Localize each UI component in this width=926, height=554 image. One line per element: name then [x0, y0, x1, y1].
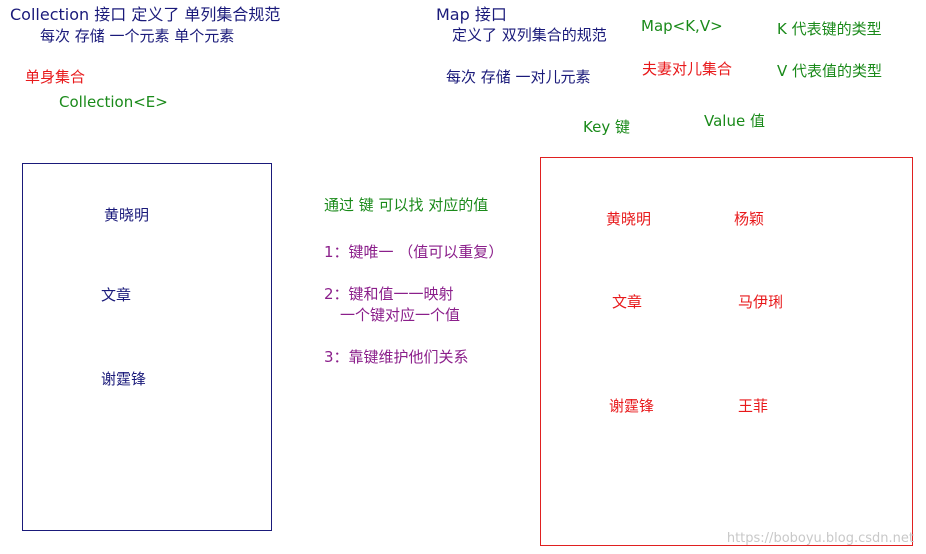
map-key: 黄晓明: [606, 210, 652, 228]
notes-line-3: 3：靠键维护他们关系: [324, 348, 469, 366]
map-subtitle: 定义了 双列集合的规范: [452, 26, 607, 44]
collection-title: Collection 接口 定义了 单列集合规范: [10, 5, 281, 24]
k-type-desc: K 代表键的类型: [777, 20, 882, 38]
watermark: https://boboyu.blog.csdn.net: [726, 531, 914, 546]
notes-line-2b: 一个键对应一个值: [340, 306, 461, 324]
map-generic-label: Map<K,V>: [641, 17, 723, 35]
v-type-desc: V 代表值的类型: [777, 62, 883, 80]
collection-box: [22, 163, 272, 531]
collection-item: 文章: [101, 286, 132, 304]
map-key: 谢霆锋: [609, 397, 655, 415]
map-box: [540, 157, 913, 546]
notes-line-1: 1：键唯一 （值可以重复）: [324, 243, 504, 261]
notes-line-2a: 2：键和值一一映射: [324, 285, 454, 303]
couple-collection-label: 夫妻对儿集合: [642, 60, 733, 78]
map-value: 马伊琍: [738, 293, 784, 311]
collection-item: 黄晓明: [104, 206, 150, 224]
collection-subtitle: 每次 存储 一个元素 单个元素: [40, 27, 235, 45]
value-label: Value 值: [704, 112, 765, 130]
map-title: Map 接口: [436, 5, 507, 24]
map-value: 王菲: [738, 397, 769, 415]
key-label: Key 键: [583, 118, 630, 136]
collection-item: 谢霆锋: [101, 370, 147, 388]
map-key: 文章: [612, 293, 643, 311]
map-value: 杨颖: [734, 210, 765, 228]
single-collection-label: 单身集合: [25, 68, 86, 86]
collection-generic-label: Collection<E>: [59, 93, 168, 111]
notes-intro: 通过 键 可以找 对应的值: [324, 196, 489, 214]
map-per-store: 每次 存储 一对儿元素: [446, 68, 591, 86]
